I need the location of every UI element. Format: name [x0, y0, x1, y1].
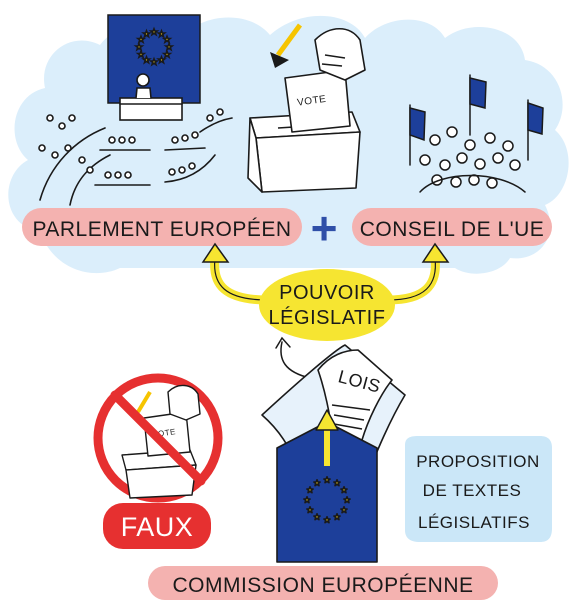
proposal-line1: PROPOSITION: [416, 452, 540, 471]
ballot-box-icon: VOTE: [247, 23, 366, 193]
plus-sign: +: [311, 202, 338, 254]
proposal-line2: DE TEXTES: [423, 481, 522, 500]
council-banner: [352, 208, 552, 246]
arrow-icon: [201, 242, 450, 305]
false-badge: [103, 503, 211, 549]
hemicycle-icon: [38, 14, 233, 206]
commission-building: [276, 409, 378, 563]
proposal-line3: LÉGISLATIFS: [418, 513, 530, 532]
vote-text-large: VOTE: [297, 94, 327, 109]
parliament-label: PARLEMENT EUROPÉEN: [32, 218, 291, 241]
commission-label: COMMISSION EUROPÉENNE: [172, 574, 473, 597]
crowd-icon: [409, 74, 544, 193]
legislative-power-line2: LÉGISLATIF: [269, 306, 386, 329]
document-to-power-arrow: [275, 336, 311, 379]
legislative-power-line1: POUVOIR: [279, 282, 375, 304]
commission-banner: [148, 566, 498, 600]
proposal-box: [405, 436, 552, 542]
no-sign-icon: VOTE: [93, 373, 223, 503]
legislative-power-bubble: [259, 269, 395, 341]
false-label: FAUX: [121, 512, 194, 542]
council-label: CONSEIL DE L'UE: [360, 218, 545, 241]
parliament-banner: [22, 208, 302, 246]
